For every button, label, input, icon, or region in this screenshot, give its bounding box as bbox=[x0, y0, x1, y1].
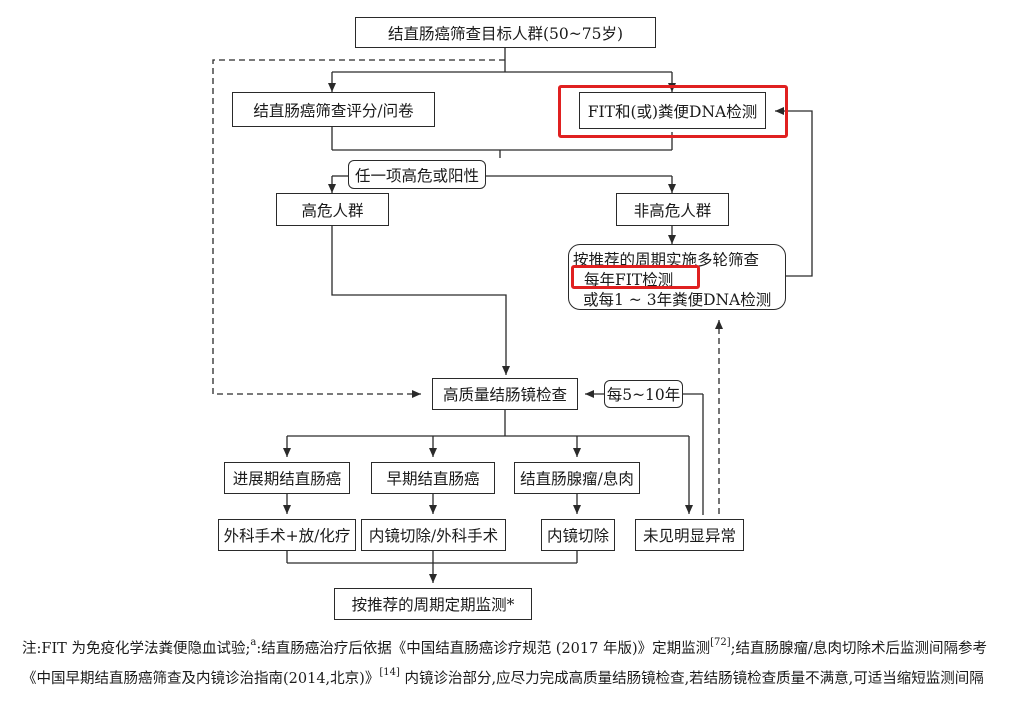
positive-box: 任一项高危或阳性 bbox=[348, 160, 486, 189]
note-sup-a: a bbox=[250, 637, 257, 648]
multi-round-line-2: 每年FIT检测 bbox=[584, 271, 674, 289]
non-high-risk-box: 非高危人群 bbox=[616, 193, 729, 226]
note-part-2: :结直肠癌治疗后依据《中国结直肠癌诊疗规范 (2017 年版)》定期监测 bbox=[256, 640, 711, 657]
endo-resection-box: 内镜切除 bbox=[541, 519, 615, 551]
note-part-4: 内镜诊治部分,应尽力完成高质量结肠镜检查,若结肠镜检查质量不满意,可适当缩短监测… bbox=[399, 670, 984, 687]
colonoscopy-box: 高质量结肠镜检查 bbox=[432, 378, 578, 410]
no-abnormal-box: 未见明显异常 bbox=[635, 519, 744, 551]
early-cancer-box: 早期结直肠癌 bbox=[371, 462, 495, 494]
annual-fit-highlight bbox=[571, 265, 700, 289]
multi-round-line-1: 按推荐的周期实施多轮筛查 bbox=[573, 251, 760, 269]
high-risk-box: 高危人群 bbox=[276, 193, 389, 226]
fit-highlight bbox=[558, 85, 788, 138]
endo-surgery-box: 内镜切除/外科手术 bbox=[361, 519, 506, 551]
target-population-box: 结直肠癌筛查目标人群(50~75岁) bbox=[355, 17, 656, 48]
note-part-3: ;结直肠腺瘤/息肉切除术后监测间隔参考《中国早期结直肠癌筛查及内镜诊治指南(20… bbox=[22, 640, 987, 687]
note-ref-14: [14] bbox=[379, 666, 400, 678]
interval-box: 每5~10年 bbox=[604, 380, 683, 408]
adenoma-box: 结直肠腺瘤/息肉 bbox=[514, 462, 640, 494]
note-ref-72: [72] bbox=[710, 637, 731, 648]
multi-round-line-3: 或每1 ~ 3年粪便DNA检测 bbox=[583, 291, 772, 309]
fit-dna-test-box: FIT和(或)粪便DNA检测 bbox=[579, 92, 766, 129]
note-part-1: 注:FIT 为免疫化学法粪便隐血试验; bbox=[22, 640, 251, 657]
footnote: 注:FIT 为免疫化学法粪便隐血试验;a:结直肠癌治疗后依据《中国结直肠癌诊疗规… bbox=[22, 632, 1012, 692]
surgery-chemo-box: 外科手术+放/化疗 bbox=[218, 519, 356, 551]
screening-score-box: 结直肠癌筛查评分/问卷 bbox=[232, 92, 435, 127]
periodic-monitoring-box: 按推荐的周期定期监测* bbox=[334, 588, 532, 620]
advanced-cancer-box: 进展期结直肠癌 bbox=[224, 462, 350, 494]
multi-round-screening-box bbox=[568, 244, 786, 310]
